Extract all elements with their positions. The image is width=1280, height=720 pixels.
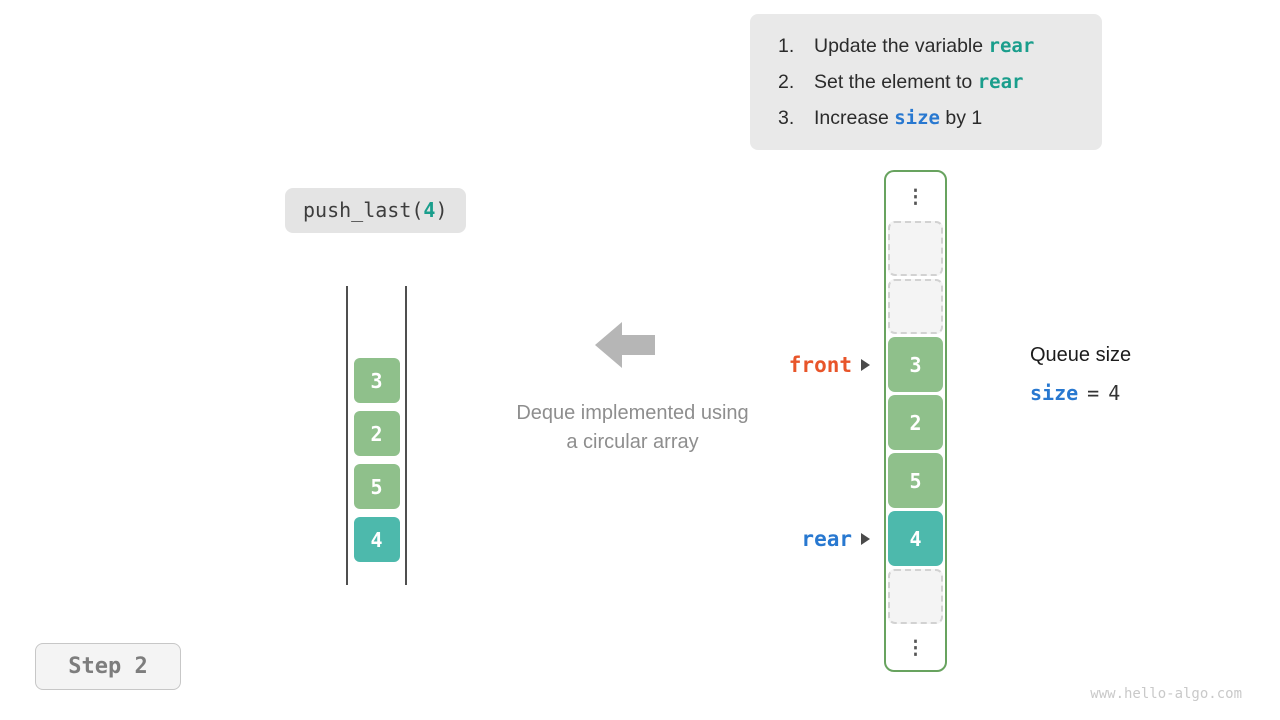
deque-cell: 3 [353, 358, 400, 403]
queue-size-value: size = 4 [1030, 381, 1120, 405]
keyword-rear: rear [988, 35, 1035, 57]
rear-pointer: rear [690, 526, 870, 552]
equals-sign: = [1087, 381, 1100, 405]
size-value: 4 [1108, 381, 1121, 405]
instruction-item-2: 2. Set the element to rear [778, 64, 1092, 100]
front-pointer: front [690, 352, 870, 378]
deque-cell-new: 4 [353, 517, 400, 562]
watermark: www.hello-algo.com [1090, 686, 1242, 702]
pointer-arrow-icon [861, 533, 870, 545]
operation-post: ) [435, 198, 448, 222]
instruction-pre: Increase [814, 107, 895, 129]
array-cell-rear: 4 [888, 511, 943, 566]
left-arrow-icon [595, 320, 655, 375]
instruction-number: 1. [778, 35, 795, 57]
caption: Deque implemented using a circular array [480, 399, 785, 457]
pointer-arrow-icon [861, 359, 870, 371]
instruction-box: 1. Update the variable rear 2. Set the e… [750, 14, 1102, 150]
instruction-item-3: 3. Increase size by 1 [778, 100, 1092, 136]
deque-cell: 2 [353, 411, 400, 456]
front-pointer-label: front [788, 353, 852, 377]
abstract-deque: 3 2 5 4 [346, 286, 407, 585]
instruction-pre: Update the variable [814, 35, 989, 57]
ellipsis-top-icon: ⋮ [906, 186, 925, 208]
caption-line-1: Deque implemented using [516, 402, 749, 424]
keyword-rear: rear [977, 71, 1024, 93]
array-cell-empty [888, 279, 943, 334]
caption-line-2: a circular array [566, 431, 699, 453]
deque-cell: 5 [353, 464, 400, 509]
instruction-text: Set the element to rear [814, 64, 1023, 100]
left-arrow-svg [595, 322, 655, 368]
array-cell-front: 3 [888, 337, 943, 392]
instruction-post: by 1 [939, 107, 983, 129]
queue-size-title: Queue size [1030, 344, 1132, 366]
operation-argument: 4 [423, 198, 436, 222]
rear-pointer-label: rear [801, 527, 852, 551]
array-cell-empty [888, 569, 943, 624]
operation-label: push_last(4) [285, 188, 466, 233]
instruction-text: Increase size by 1 [814, 100, 982, 136]
circular-array: ⋮ 3 2 5 4 ⋮ [884, 170, 947, 672]
array-cell: 2 [888, 395, 943, 450]
array-cell: 5 [888, 453, 943, 508]
step-badge: Step 2 [35, 643, 181, 690]
instruction-text: Update the variable rear [814, 28, 1034, 64]
array-cell-empty [888, 221, 943, 276]
keyword-size: size [894, 107, 940, 129]
ellipsis-bottom-icon: ⋮ [906, 637, 925, 659]
instruction-number: 2. [778, 71, 795, 93]
size-variable: size [1030, 381, 1079, 405]
instruction-pre: Set the element to [814, 71, 978, 93]
instruction-number: 3. [778, 107, 795, 129]
instruction-item-1: 1. Update the variable rear [778, 28, 1092, 64]
operation-pre: push_last( [303, 198, 424, 222]
